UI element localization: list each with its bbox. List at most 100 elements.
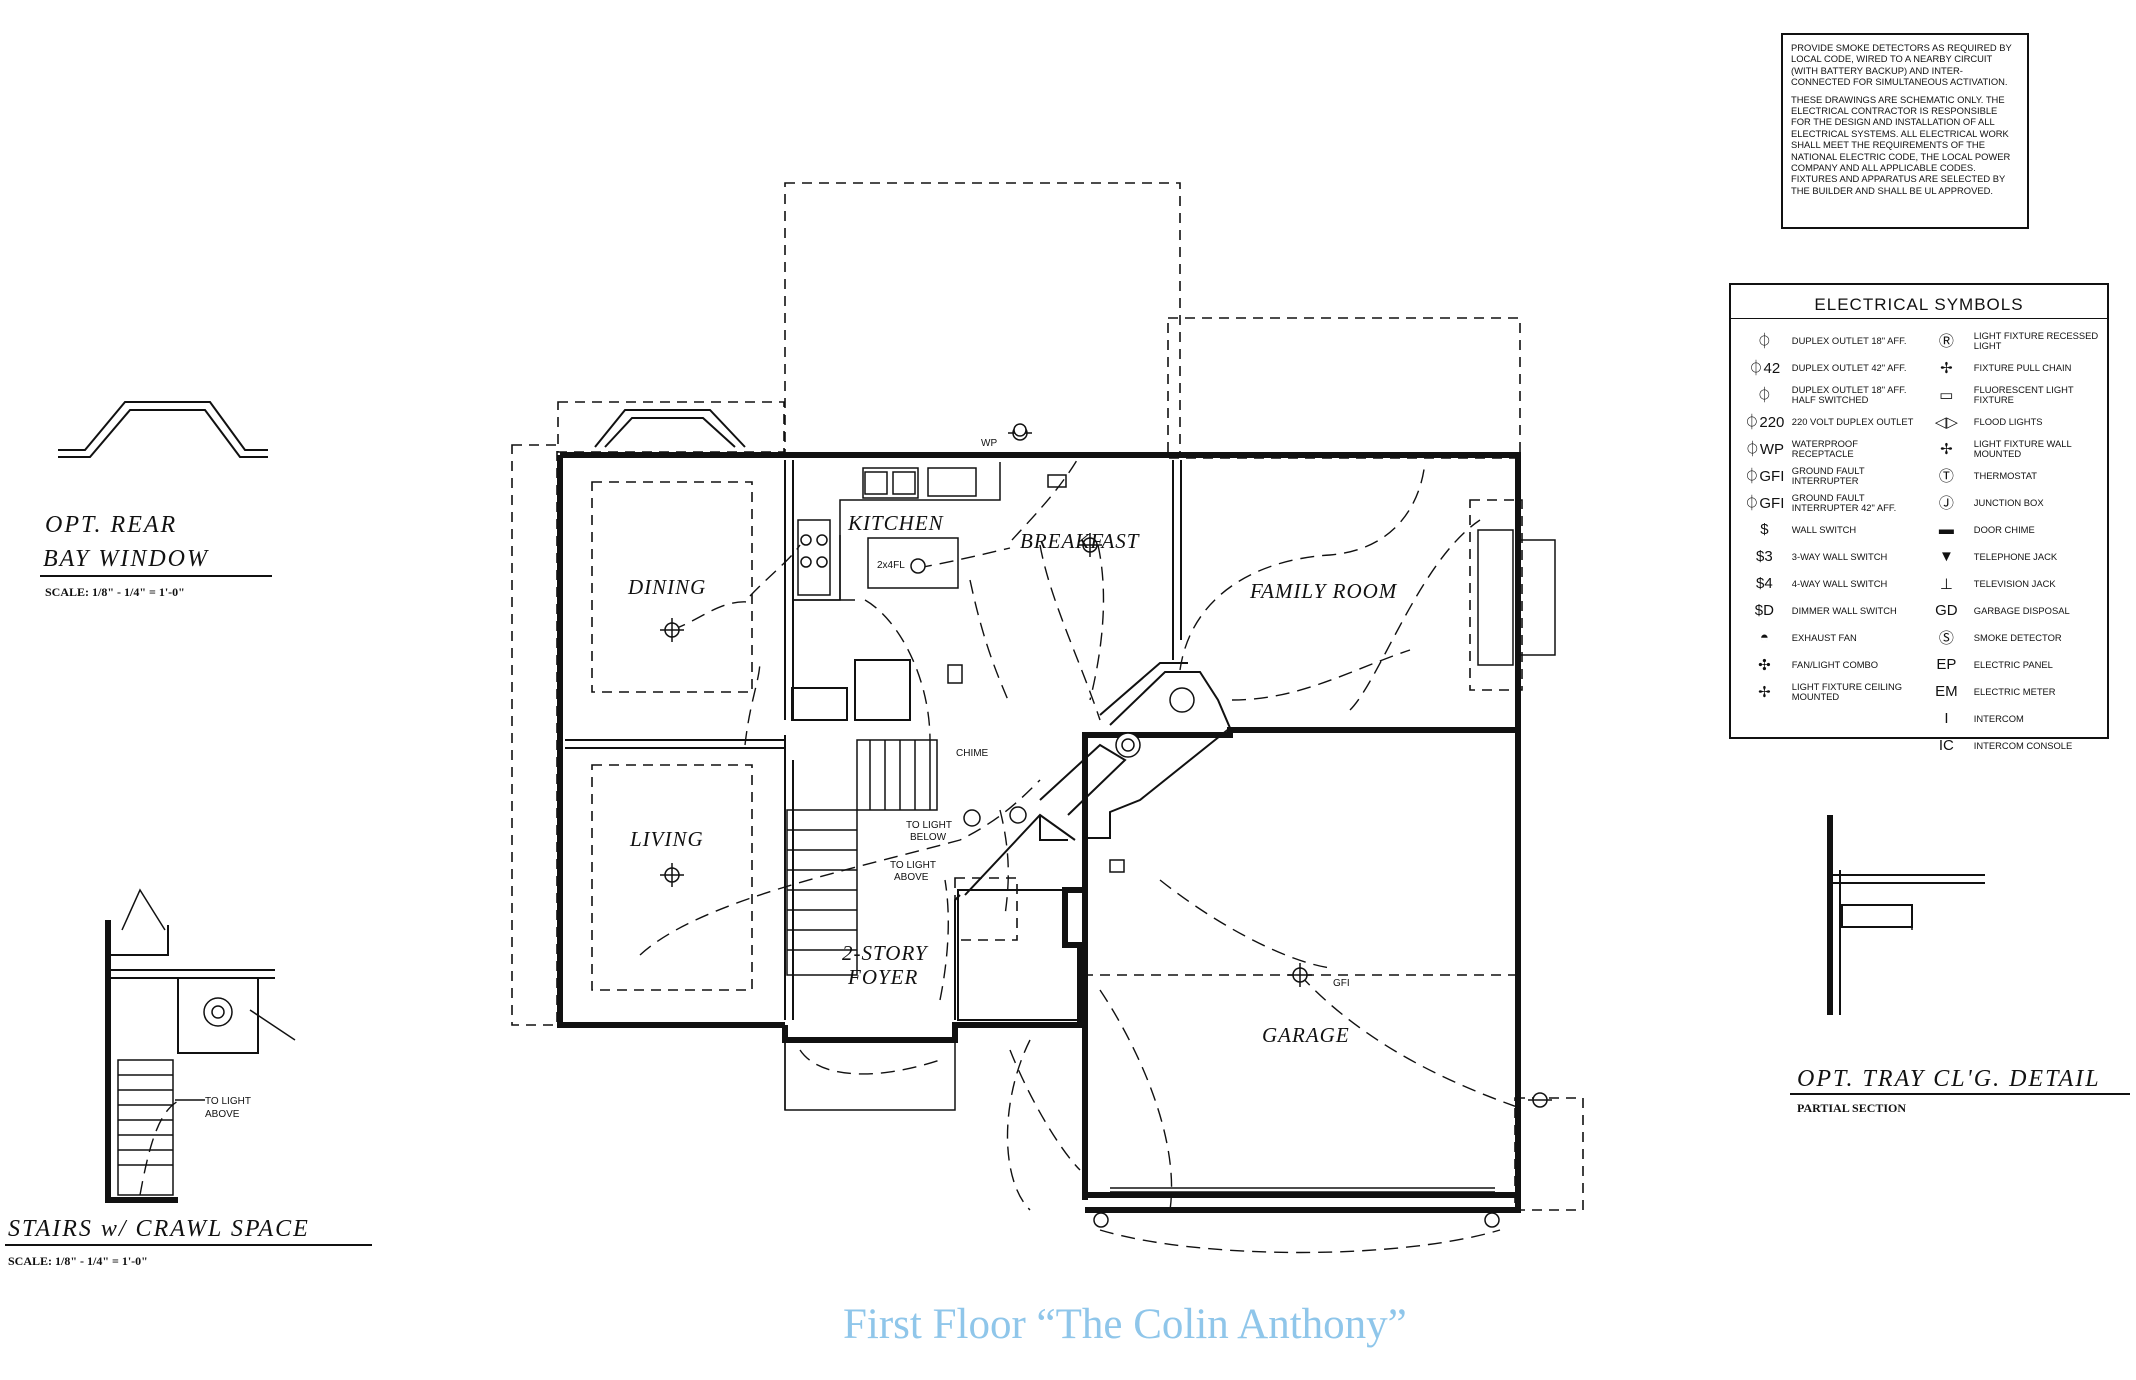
electric-meter-icon: EM	[1935, 683, 1958, 700]
room-breakfast: BREAKFAST	[1020, 529, 1140, 553]
room-labels: DINING KITCHEN BREAKFAST FAMILY ROOM LIV…	[627, 511, 1397, 1047]
tray-ceiling-detail: OPT. TRAY CL'G. DETAIL PARTIAL SECTION	[1790, 815, 2130, 1115]
legend-row: ✢FIXTURE PULL CHAIN	[1919, 354, 2101, 381]
legend-label: ELECTRIC PANEL	[1973, 658, 2053, 670]
legend-label: GARBAGE DISPOSAL	[1973, 604, 2070, 616]
bay-title-2: BAY WINDOW	[43, 546, 209, 572]
telephone-jack-icon: ▼	[1938, 548, 1954, 565]
dimmer-switch-icon: $D	[1754, 602, 1774, 619]
legend-row: ✣FAN/LIGHT COMBO	[1737, 651, 1919, 678]
legend-label: DIMMER WALL SWITCH	[1791, 604, 1897, 616]
legend-label: JUNCTION BOX	[1973, 496, 2044, 508]
legend-row: ⏀ DUPLEX OUTLET 18" AFF. HALF SWITCHED	[1737, 381, 1919, 408]
legend-row: ✢LIGHT FIXTURE CEILING MOUNTED	[1737, 678, 1919, 705]
smoke-detector-icon: Ⓢ	[1938, 630, 1954, 647]
legend-label: WALL SWITCH	[1791, 523, 1857, 535]
electrical-symbols-legend: ELECTRICAL SYMBOLS ⏀ DUPLEX OUTLET 18" AF…	[1729, 283, 2109, 754]
room-garage: GARAGE	[1262, 1023, 1350, 1047]
note-schematic: These drawings are schematic only. The e…	[1791, 93, 2011, 196]
fixture-2x4-label: 2x4FL	[877, 560, 905, 571]
to-light-above-2: ABOVE	[894, 872, 929, 883]
legend-row: ⏀ DUPLEX OUTLET 18" AFF.	[1737, 327, 1919, 354]
to-light-above-1: TO LIGHT	[890, 860, 936, 871]
gfi-label: GFI	[1333, 978, 1350, 989]
pull-chain-icon: ✢	[1940, 359, 1953, 377]
fireplace	[1477, 529, 1556, 666]
legend-label: DUPLEX OUTLET 18" AFF. HALF SWITCHED	[1791, 383, 1907, 405]
legend-label: GROUND FAULT INTERRUPTER 42" AFF.	[1791, 491, 1897, 513]
note-smoke-detectors: Provide smoke detectors as required by l…	[1791, 42, 2012, 88]
legend-label: EXHAUST FAN	[1791, 631, 1857, 643]
legend-row: ✢ LIGHT FIXTURE WALL MOUNTED	[1919, 435, 2101, 462]
plan-fixtures	[660, 423, 1552, 1108]
tray-sub: PARTIAL SECTION	[1797, 1101, 1906, 1115]
legend-label: LIGHT FIXTURE CEILING MOUNTED	[1791, 680, 1903, 702]
bay-scale: SCALE: 1/8" - 1/4" = 1'-0"	[45, 585, 185, 599]
drawing-caption: First Floor “The Colin Anthony”	[843, 1301, 1407, 1348]
legend-row: Ⓢ SMOKE DETECTOR	[1919, 624, 2101, 651]
3way-switch-icon: $3	[1756, 548, 1773, 565]
legend-row: EP ELECTRIC PANEL	[1919, 651, 2101, 678]
legend-label: DUPLEX OUTLET 18" AFF.	[1791, 334, 1907, 346]
legend-label: TELEPHONE JACK	[1973, 550, 2058, 562]
electrical-notes: Provide smoke detectors as required by l…	[1781, 33, 2029, 229]
to-light-below-2: BELOW	[910, 832, 947, 843]
fluorescent-light-icon: ▭	[1939, 386, 1954, 404]
legend-label: WATERPROOF RECEPTACLE	[1791, 437, 1858, 459]
legend-label: DOOR CHIME	[1973, 523, 2035, 535]
stairs-scale: SCALE: 1/8" - 1/4" = 1'-0"	[8, 1254, 148, 1268]
intercom-icon: I	[1944, 710, 1949, 727]
room-living: LIVING	[629, 827, 704, 851]
legend-label: DUPLEX OUTLET 42" AFF.	[1791, 361, 1907, 373]
garbage-disposal-icon: GD	[1935, 602, 1958, 619]
legend-title: ELECTRICAL SYMBOLS	[1731, 285, 2107, 319]
legend-label: TELEVISION JACK	[1973, 577, 2056, 589]
wiring-runs	[639, 454, 1521, 1254]
dashed-projections	[511, 182, 1584, 1211]
room-foyer-2: FOYER	[847, 965, 918, 989]
bay-title-1: OPT. REAR	[45, 512, 177, 538]
legend-label: SMOKE DETECTOR	[1973, 631, 2062, 643]
legend-row: ◁▷FLOOD LIGHTS	[1919, 408, 2101, 435]
220v-outlet-icon: ⏀220	[1744, 414, 1785, 431]
fan-light-icon: ✣	[1758, 656, 1771, 674]
room-kitchen: KITCHEN	[847, 511, 944, 535]
television-jack-icon: ⊥	[1939, 575, 1953, 593]
stairs-detail: TO LIGHT ABOVE STAIRS w/ CRAWL SPACE SCA…	[5, 888, 372, 1268]
chime-label: CHIME	[956, 748, 989, 759]
legend-label: FLUORESCENT LIGHT FIXTURE	[1973, 383, 2074, 405]
duplex-outlet-42-icon: ⏀42	[1748, 360, 1781, 377]
junction-box-icon: Ⓙ	[1938, 495, 1954, 512]
exhaust-fan-icon: ◓	[1759, 629, 1769, 646]
legend-label: THERMOSTAT	[1973, 469, 2037, 481]
flood-lights-icon: ◁▷	[1934, 413, 1958, 431]
legend-row: ▬ DOOR CHIME	[1919, 516, 2101, 543]
half-switched-outlet-icon: ⏀	[1756, 387, 1772, 404]
wall-switch-icon: $	[1760, 521, 1769, 538]
electric-panel-icon: EP	[1936, 656, 1957, 673]
wall-light-icon: ✢	[1940, 440, 1953, 458]
intercom-console-icon: IC	[1938, 737, 1954, 754]
stairs-title: STAIRS w/ CRAWL SPACE	[8, 1216, 310, 1242]
door-chime-icon: ▬	[1938, 521, 1954, 538]
legend-label: 3-WAY WALL SWITCH	[1791, 550, 1888, 562]
duplex-outlet-icon: ⏀	[1756, 333, 1772, 350]
legend-label: LIGHT FIXTURE WALL MOUNTED	[1973, 437, 2072, 459]
legend-label: LIGHT FIXTURE RECESSED LIGHT	[1973, 329, 2099, 351]
front-stoop	[784, 1039, 956, 1111]
tray-title: OPT. TRAY CL'G. DETAIL	[1797, 1066, 2101, 1092]
legend-row: ▭ FLUORESCENT LIGHT FIXTURE	[1919, 381, 2101, 408]
legend-label: 4-WAY WALL SWITCH	[1791, 577, 1888, 589]
to-light-below-1: TO LIGHT	[906, 820, 952, 831]
room-dining: DINING	[627, 575, 706, 599]
legend-row: $D DIMMER WALL SWITCH	[1737, 597, 1919, 624]
foyer-stairs	[786, 739, 938, 976]
